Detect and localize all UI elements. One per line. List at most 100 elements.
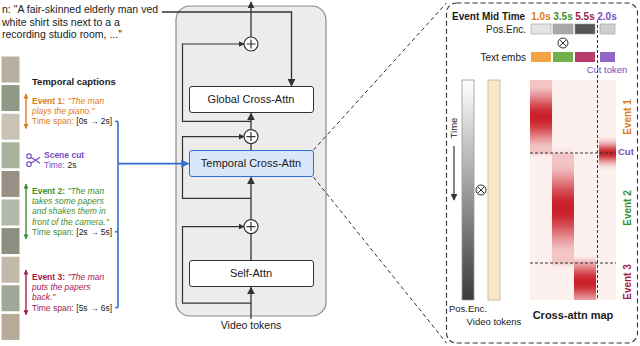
bar-label: Video tokens <box>467 317 522 327</box>
multiply-symbol <box>476 185 486 195</box>
zoom-panel <box>447 3 638 343</box>
connector-arrow <box>118 163 189 165</box>
panel-title: Cross-attn map <box>533 309 614 321</box>
token-label: Cut token <box>587 65 628 75</box>
video-frame <box>1 85 20 112</box>
text-line: Scene cut <box>44 150 114 160</box>
scissors-icon <box>27 162 32 167</box>
text-line: Time span:[5s → 6s] <box>32 303 116 313</box>
connector-arrow <box>250 177 251 260</box>
multiply-symbol <box>560 40 567 47</box>
add-symbol <box>244 130 258 144</box>
text-line: Event 3:"The man puts the papers back." <box>32 272 116 303</box>
video-token-bar <box>488 80 500 300</box>
time-span-line <box>25 94 26 129</box>
event-label: Cut <box>618 147 634 157</box>
event-caption: Event 1:"The man plays the piano."Time s… <box>32 96 116 127</box>
time-span-line <box>25 270 26 315</box>
zoom-line <box>314 3 447 150</box>
row-label: Pos.Enc. <box>486 24 526 35</box>
position-encoding-bar <box>462 80 474 300</box>
attention-column <box>530 80 552 300</box>
position-encoding-cell <box>575 24 595 34</box>
label-text: [2s → 5s] <box>76 227 112 237</box>
transformer-block <box>176 6 326 316</box>
video-frame <box>1 228 20 255</box>
scissors-icon <box>31 157 40 163</box>
video-frame <box>1 56 20 83</box>
caption-bracket <box>115 231 118 233</box>
label-text: Time: <box>44 160 65 170</box>
attention-box: Self-Attn <box>189 260 314 287</box>
label-text: Event 1: <box>32 96 65 106</box>
time-arrow <box>453 146 454 200</box>
video-frame <box>1 142 20 169</box>
attention-column <box>552 80 574 300</box>
bar-label: Pos.Enc. <box>449 304 487 314</box>
text-embedding-cell <box>575 52 595 62</box>
label-text: n: "A fair-skinned elderly man ved white… <box>2 3 158 40</box>
time-value: 3.5s <box>553 11 572 22</box>
row-label: Text embs <box>480 52 526 63</box>
event-label: Event 3 <box>622 264 633 300</box>
add-symbol <box>244 37 258 51</box>
caption-text: n: "A fair-skinned elderly man ved white… <box>2 3 162 41</box>
cut-separator <box>597 20 598 300</box>
label-text: Global Cross-Attn <box>208 93 295 105</box>
attention-map-ground <box>530 80 616 300</box>
position-encoding-cell <box>531 24 551 34</box>
label-text: Temporal captions <box>32 76 116 87</box>
zoom-line <box>314 177 447 343</box>
text-line: Event 2:"The man takes some papers and s… <box>32 186 116 227</box>
label-text: [0s → 2s] <box>76 116 112 126</box>
add-symbol <box>244 220 258 234</box>
multiply-symbol <box>478 187 485 194</box>
time-value: 5.5s <box>575 11 594 22</box>
text-line: Temporal Cross-Attn <box>200 157 303 170</box>
time-value: 2.0s <box>597 11 616 22</box>
label-text: Event 2: <box>32 186 65 196</box>
video-frame <box>1 199 20 226</box>
label-text: Time span: <box>32 227 74 237</box>
caption-bracket <box>115 307 118 309</box>
scissors-icon <box>27 154 32 159</box>
attention-box: Temporal Cross-Attn <box>189 150 314 177</box>
video-frame <box>1 313 20 340</box>
video-frame <box>1 170 20 197</box>
text-line: Self-Attn <box>200 267 303 280</box>
axis-label: Time <box>449 118 459 139</box>
add-symbol <box>247 40 256 49</box>
label-text: Video tokens <box>221 319 282 331</box>
text-line: Time:2s <box>44 160 114 170</box>
scene-cut: Scene cutTime:2s <box>44 150 114 170</box>
video-frame <box>1 256 20 283</box>
event-caption: Event 3:"The man puts the papers back."T… <box>32 272 116 313</box>
label-text: 2s <box>67 160 76 170</box>
time-value: 1.0s <box>531 11 550 22</box>
text-embedding-cell <box>600 52 615 62</box>
caption-bracket <box>115 121 118 123</box>
temporal-captions-group: Temporal captionsEvent 1:"The man plays … <box>22 76 118 342</box>
attention-column <box>599 80 616 300</box>
label-text: Event 3: <box>32 272 65 282</box>
text-embedding-cell <box>553 52 573 62</box>
output-arrow <box>250 2 251 37</box>
event-label: Event 1 <box>622 99 633 135</box>
text-line: Event 1:"The man plays the piano." <box>32 96 116 116</box>
attention-box: Global Cross-Attn <box>189 86 314 113</box>
video-frame <box>1 285 20 312</box>
label-text: [5s → 6s] <box>76 303 112 313</box>
text-line: Global Cross-Attn <box>200 93 303 106</box>
event-boundary <box>530 153 616 154</box>
video-frame <box>1 113 20 140</box>
label-text: Self-Attn <box>230 267 272 279</box>
position-encoding-cell <box>553 24 573 34</box>
text-line: Video tokens <box>221 319 282 332</box>
time-span-line <box>25 184 26 239</box>
text-line: Time span:[2s → 5s] <box>32 227 116 237</box>
event-boundary <box>530 263 616 264</box>
